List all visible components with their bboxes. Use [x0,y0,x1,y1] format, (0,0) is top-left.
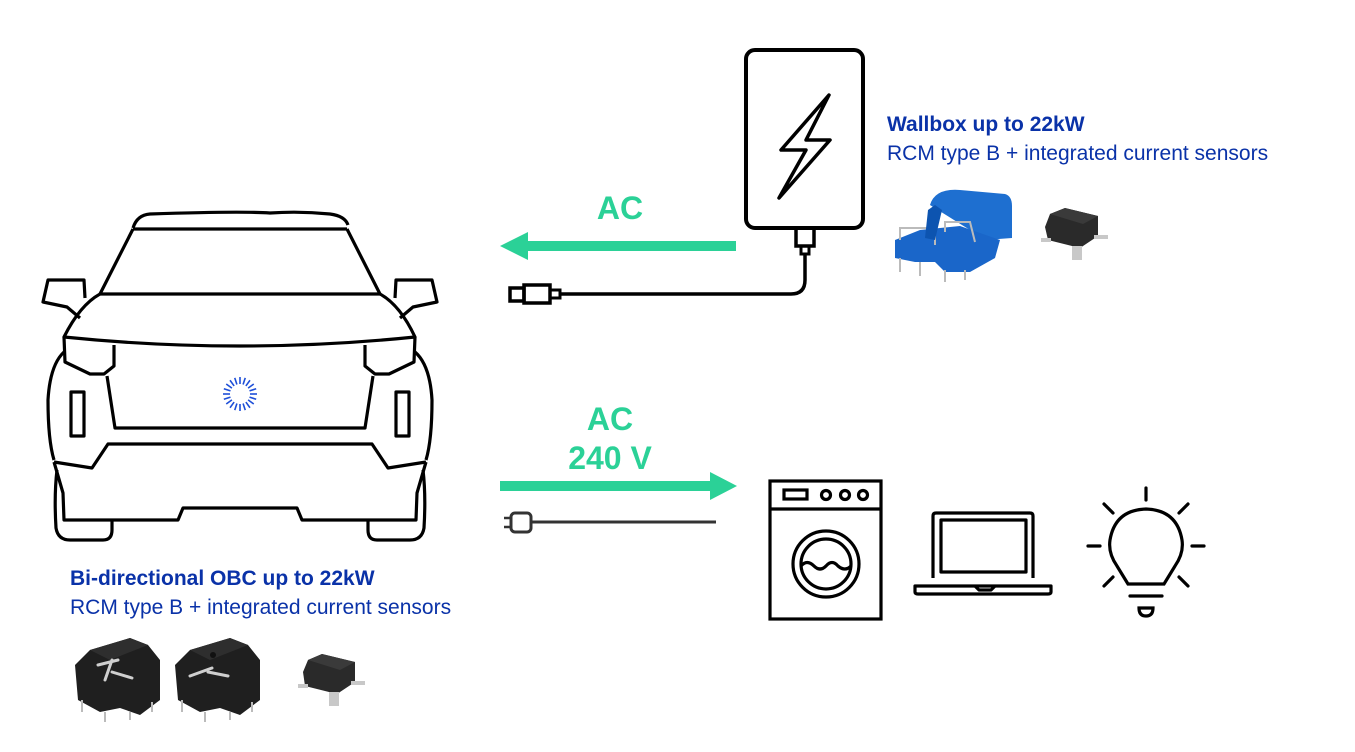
emblem-tick [245,401,251,409]
emblem-icon [223,377,257,411]
emblem-tick [229,401,235,409]
discharging-flow-label-line1: AC [586,401,634,437]
emblem-tick [225,383,233,389]
emblem-tick [242,403,247,411]
emblem-tick [225,399,233,405]
emblem-tick [223,396,231,401]
charging-flow-label: AC [596,190,644,226]
emblem-tick [233,403,238,411]
emblem-tick [233,377,238,385]
emblem-tick [249,387,257,392]
emblem-tick [229,379,235,387]
emblem-tick [245,379,251,387]
emblem-tick [247,383,255,389]
vehicle-title: Bi-directional OBC up to 22kW [70,567,375,590]
wallbox-title: Wallbox up to 22kW [887,113,1085,136]
wallbox-subtitle: RCM type B + integrated current sensors [887,142,1269,165]
discharging-flow-label-line2: 240 V [568,440,652,476]
vehicle-subtitle: RCM type B + integrated current sensors [70,596,452,619]
emblem-tick [242,377,247,385]
emblem-tick [247,399,255,405]
emblem-tick [223,387,231,392]
emblem-tick [249,396,257,401]
